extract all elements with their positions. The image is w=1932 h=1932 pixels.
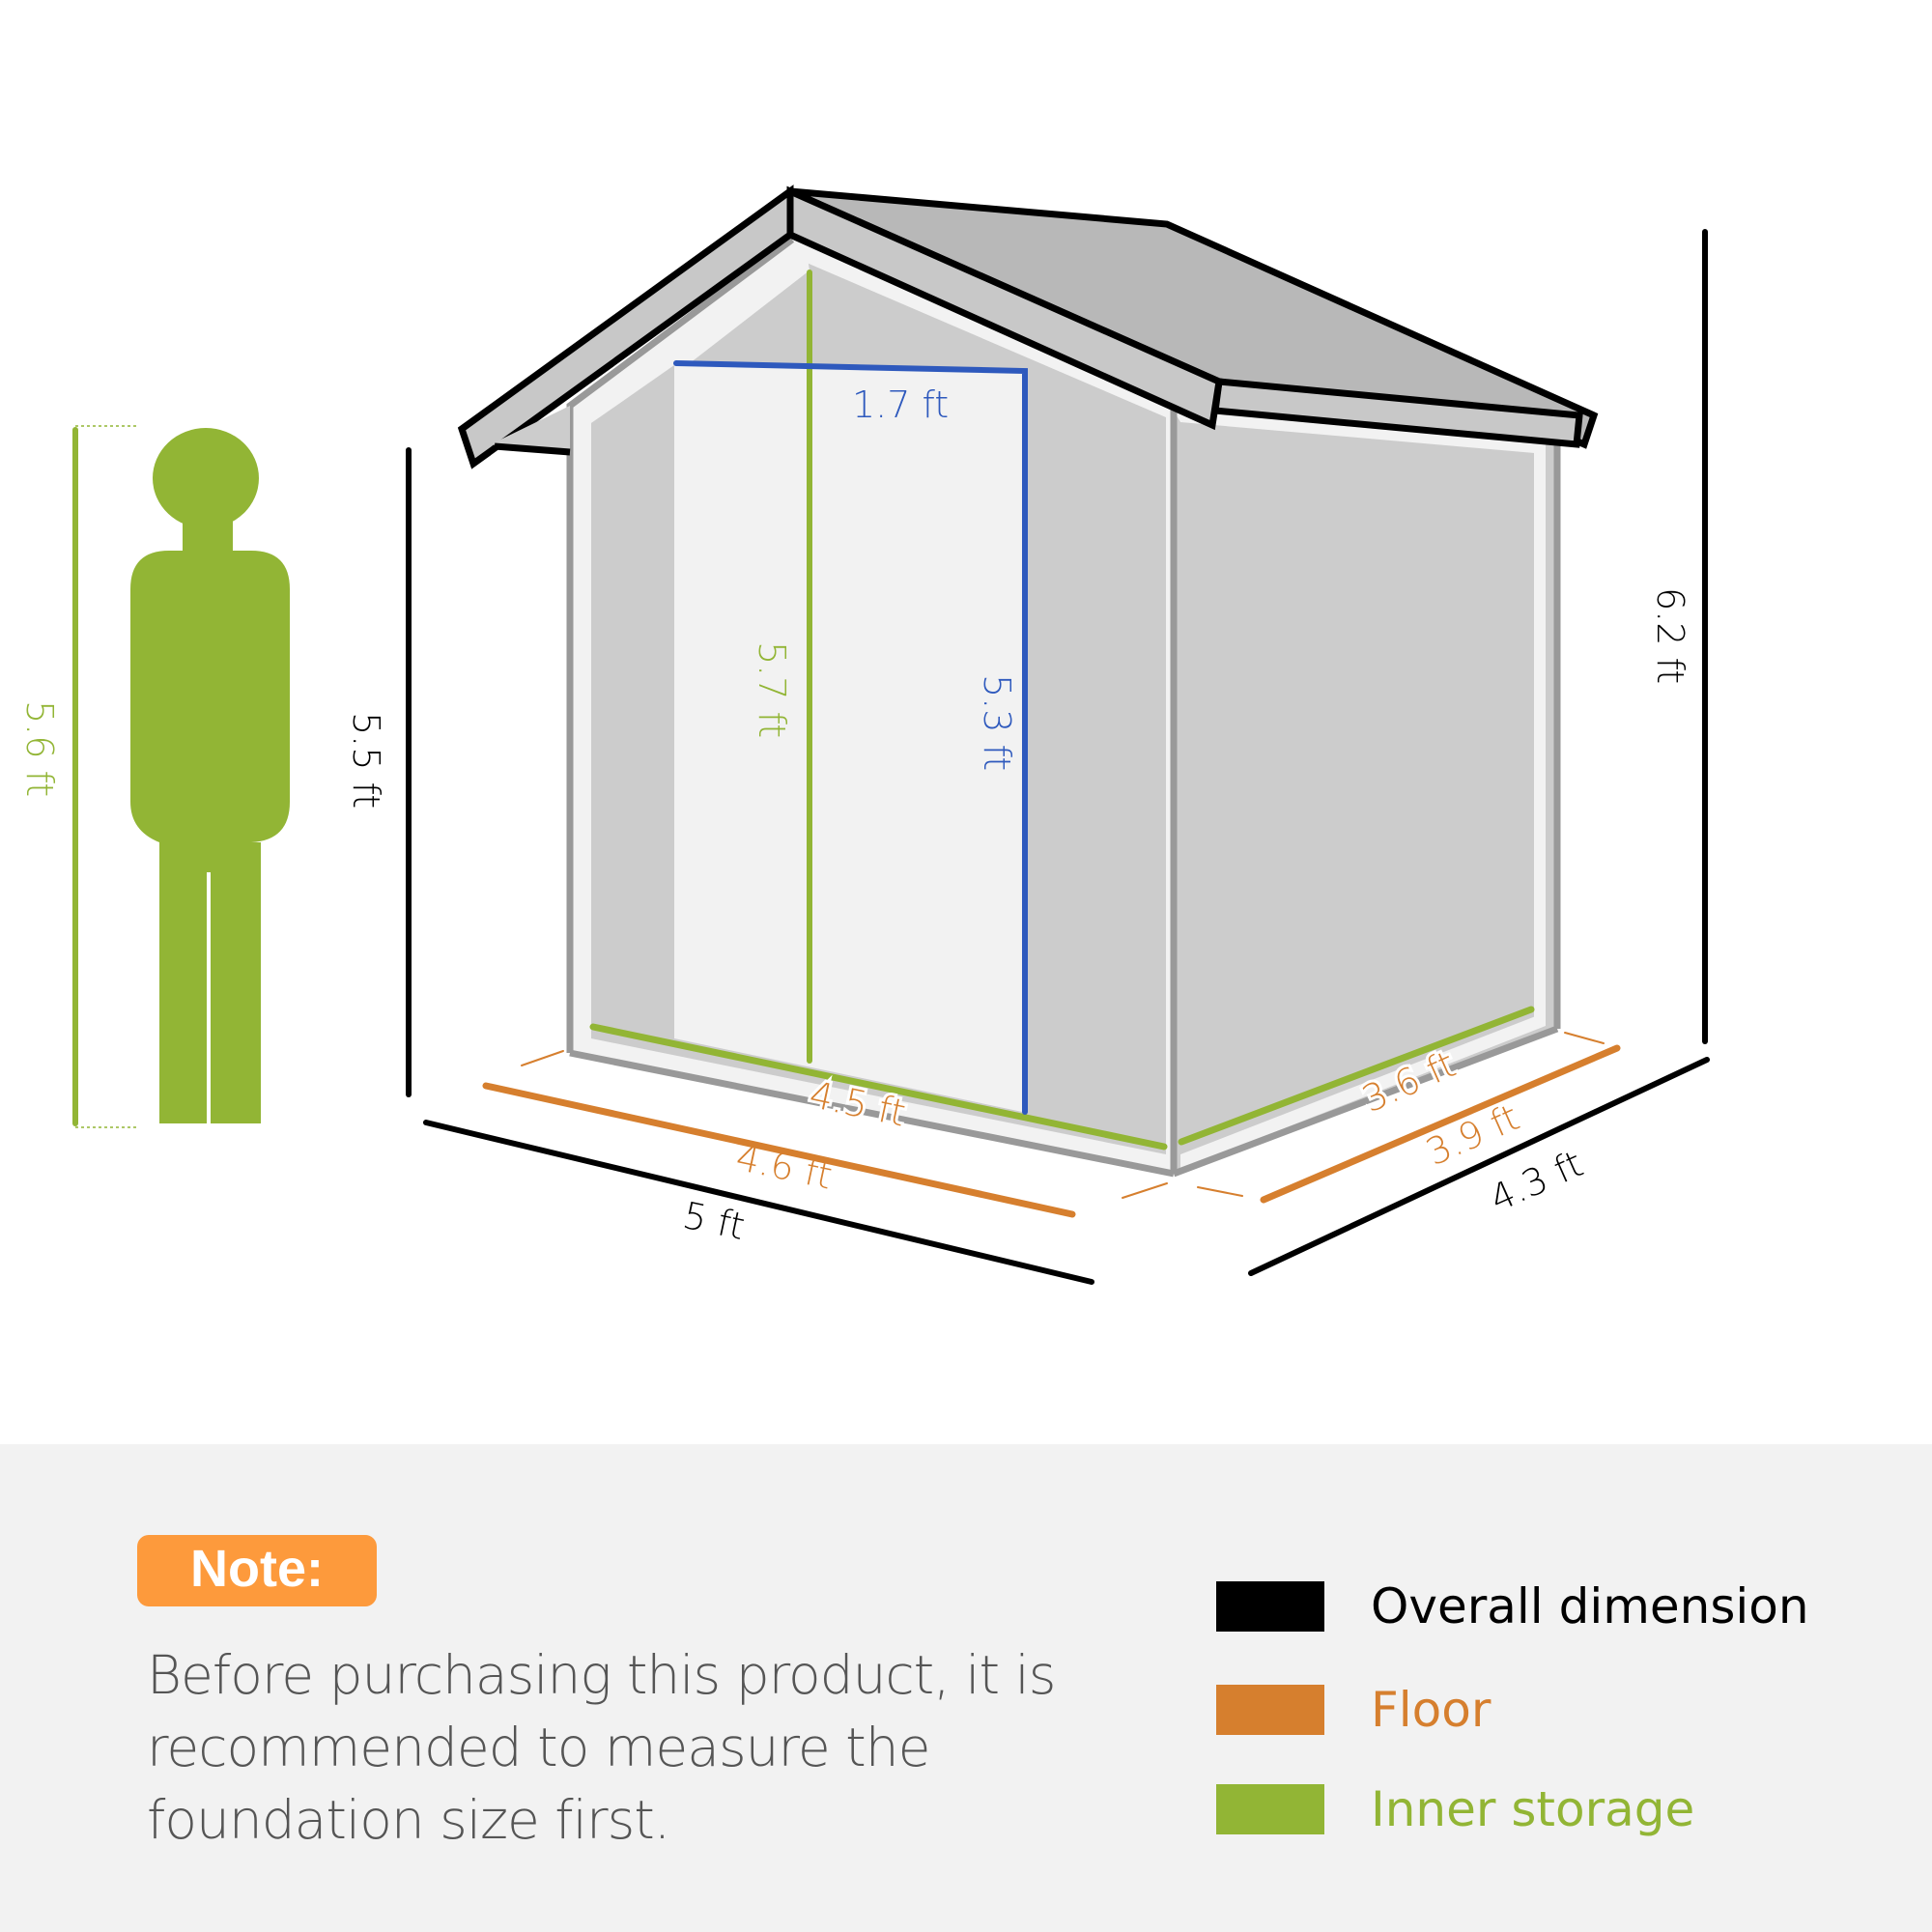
legend-swatch-overall <box>1216 1581 1324 1632</box>
overall-height-label: 6.2 ft <box>1649 587 1691 684</box>
front-floor-width-label: 4.6 ft <box>732 1136 836 1198</box>
door-width-label: 1.7 ft <box>852 384 949 426</box>
person-silhouette-icon <box>130 428 290 1123</box>
inner-height-label: 5.7 ft <box>751 641 793 738</box>
door-height-label: 5.3 ft <box>976 674 1018 771</box>
shed-dimension-diagram: 5.6 ft 5.5 ft 6.2 ft 5.7 ft 5.3 ft 1.7 f… <box>18 185 1710 1285</box>
legend-label-inner: Inner storage <box>1371 1781 1695 1837</box>
note-text: Before purchasing this product, it is re… <box>147 1644 1056 1851</box>
legend-label-overall: Overall dimension <box>1371 1578 1809 1634</box>
wall-height-label: 5.5 ft <box>345 712 387 809</box>
legend-item-overall: Overall dimension <box>1216 1578 1809 1634</box>
legend-item-floor: Floor <box>1216 1682 1491 1738</box>
legend-label-floor: Floor <box>1371 1682 1492 1738</box>
inner-dimension-lines <box>589 270 1535 1151</box>
overall-dimension-lines <box>406 229 1710 1285</box>
legend-swatch-inner <box>1216 1784 1324 1834</box>
person-height-label: 5.6 ft <box>18 700 61 797</box>
note-legend-panel <box>0 1444 1932 1932</box>
front-overall-width-label: 5 ft <box>679 1194 749 1248</box>
person-height-dimension <box>72 425 137 1128</box>
door-dimension-lines <box>673 360 1028 1115</box>
note-badge: Note: <box>137 1535 377 1606</box>
legend-swatch-floor <box>1216 1685 1324 1735</box>
floor-dimension-lines <box>482 1032 1621 1218</box>
legend-item-inner: Inner storage <box>1216 1781 1694 1837</box>
